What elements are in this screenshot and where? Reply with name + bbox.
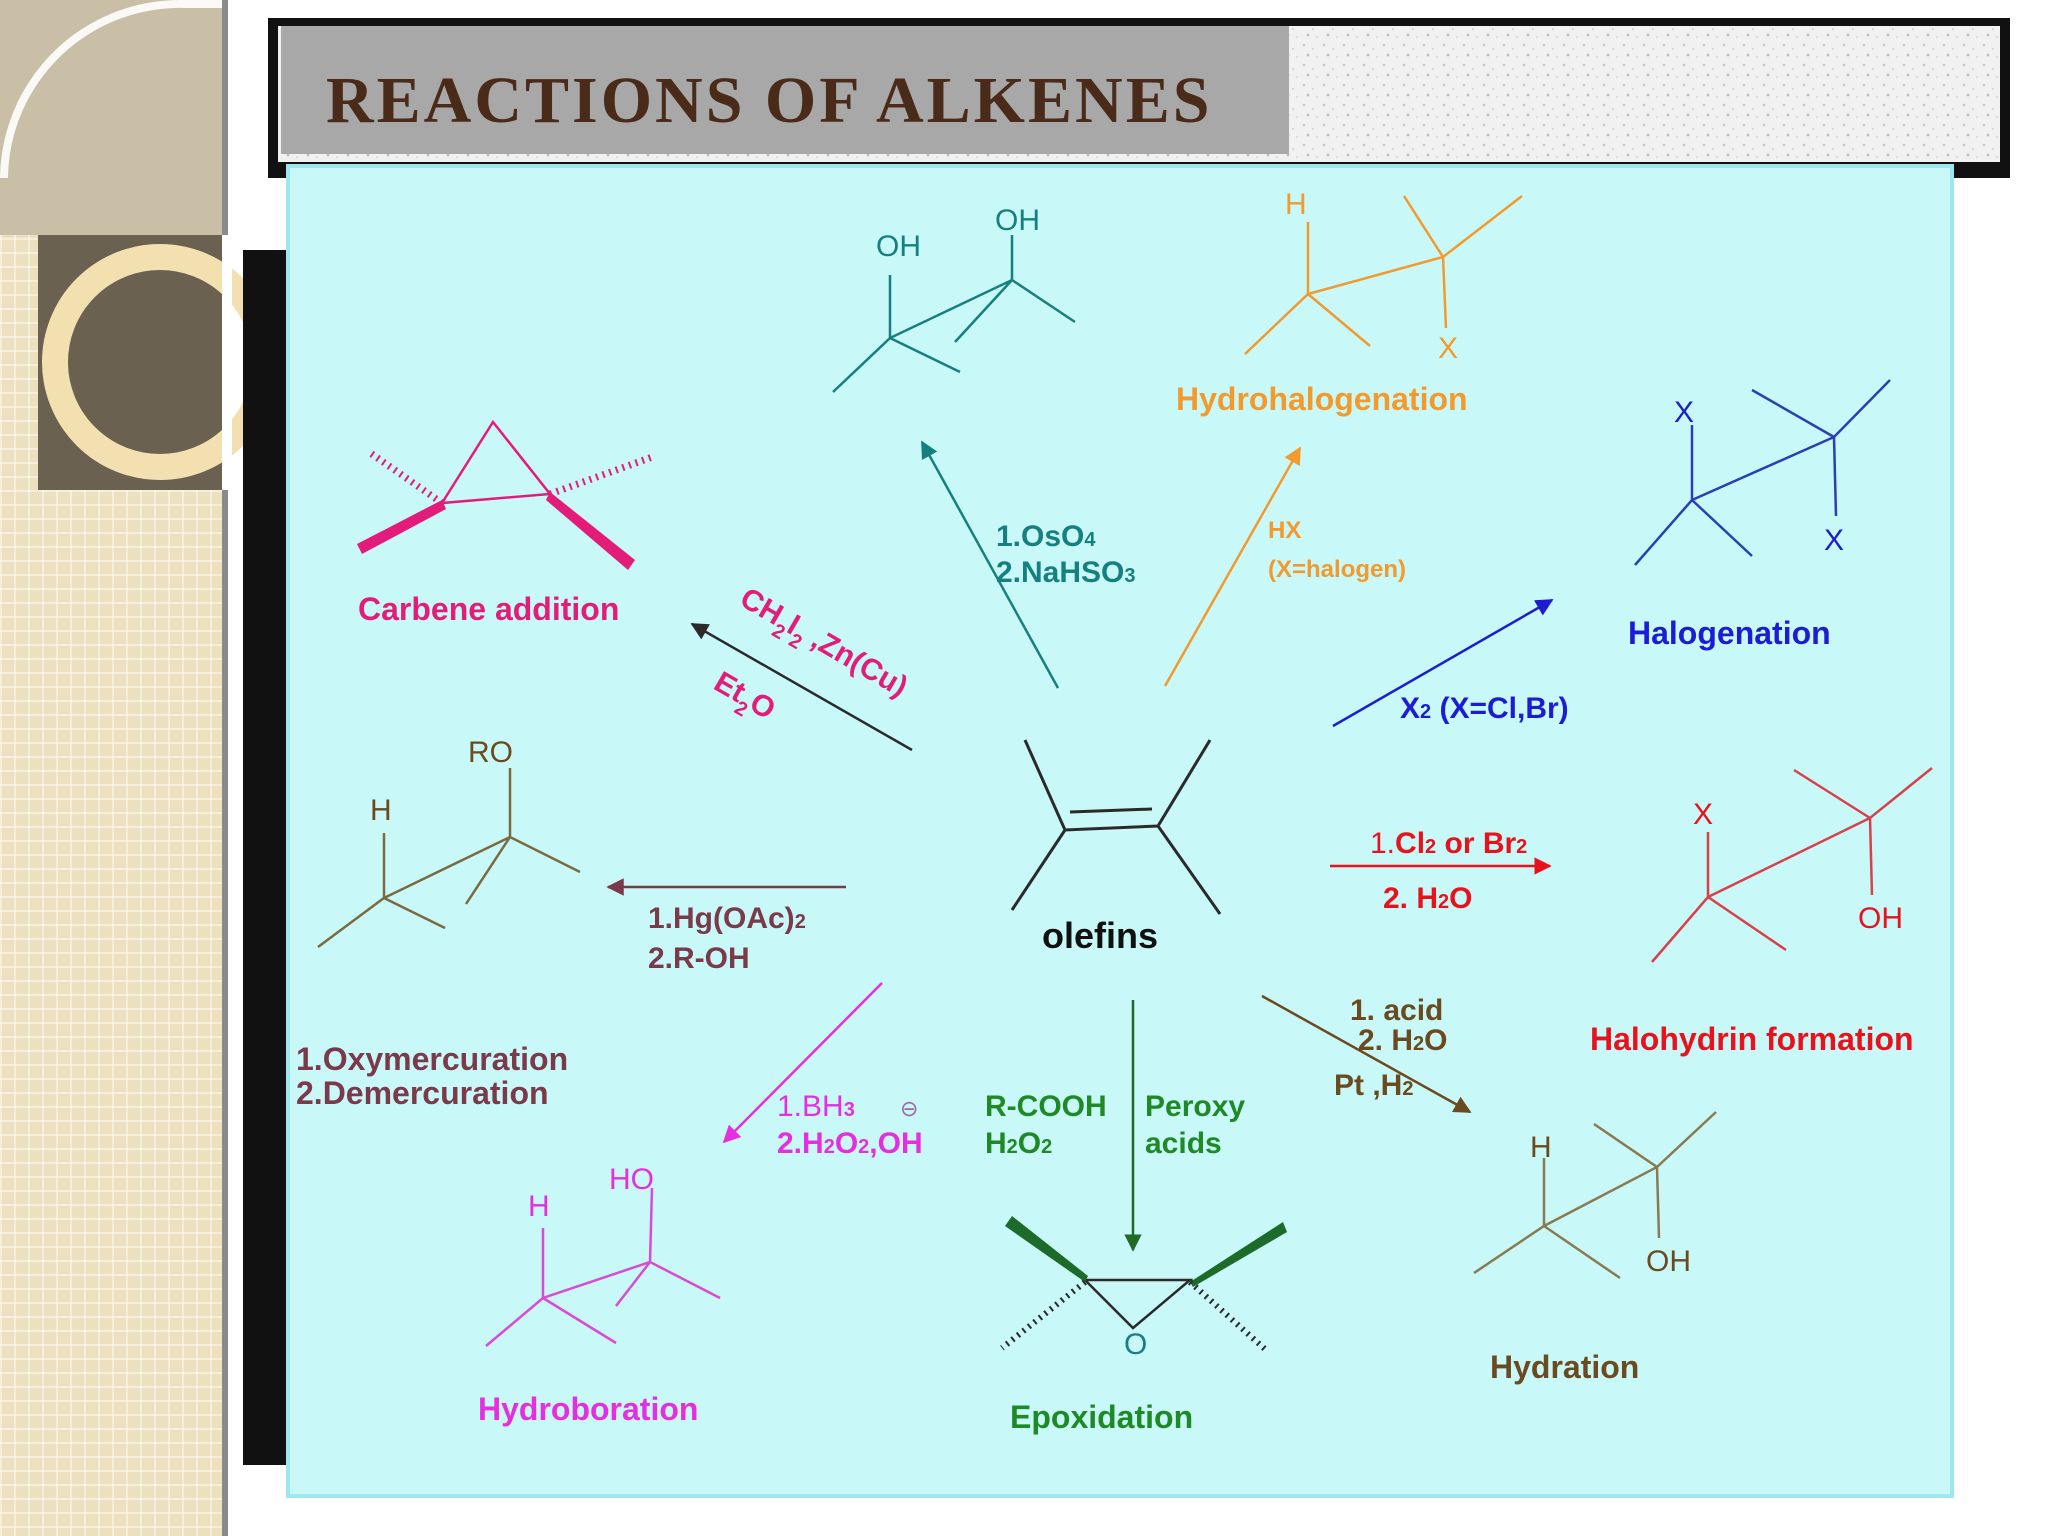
carbene-arrow	[690, 622, 913, 752]
epoxidation-name: Epoxidation	[1010, 1399, 1193, 1435]
hydroboration-ho: HO	[609, 1163, 654, 1196]
halohydrin-reagent-1: 1.Cl2 or Br2	[1370, 827, 1527, 860]
reaction-panel	[286, 164, 1954, 1498]
hydration-reagent-2: 2. H2O	[1358, 1024, 1448, 1057]
oxymercuration-reagent-2: 2.R-OH	[648, 942, 750, 975]
dihydroxylation-reagent-2: 2.NaHSO3	[996, 556, 1136, 589]
cyclopropane-structure	[357, 419, 657, 570]
oxymercuration-reagent-1: 1.Hg(OAc)2	[648, 902, 806, 935]
dihydroxylation-reagent-1: 1.OsO4	[996, 520, 1096, 553]
diol-oh-left: OH	[876, 230, 921, 263]
halohydrin-oh: OH	[1858, 902, 1903, 935]
halogenation-x-right: X	[1824, 524, 1844, 557]
hydrohalogenation-reagent-1: HX	[1268, 517, 1301, 544]
diol-oh-right: OH	[995, 204, 1040, 237]
hydration-h: H	[1530, 1131, 1552, 1164]
hydroboration-reagent-1: 1.BH3	[777, 1090, 855, 1123]
hydroboration-h: H	[528, 1190, 550, 1223]
halohydrin-x: X	[1693, 798, 1713, 831]
hydrohalogenation-reagent-2: (X=halogen)	[1268, 556, 1406, 583]
oxymercuration-name-1: 1.Oxymercuration	[296, 1041, 568, 1077]
hydration-arrow	[1261, 994, 1472, 1114]
hydration-oh: OH	[1646, 1245, 1691, 1278]
olefin-structure	[1010, 739, 1222, 915]
epoxidation-reagent-2: H2O2	[985, 1127, 1052, 1160]
hydration-reagent-3: Pt ,H2	[1334, 1069, 1413, 1102]
hydroboration-structure	[485, 1187, 721, 1347]
epoxidation-reagent-4: acids	[1145, 1127, 1222, 1160]
epoxidation-reagent-3: Peroxy	[1145, 1090, 1245, 1123]
halogenation-x-left: X	[1674, 396, 1694, 429]
alkyl-halide-structure	[1244, 195, 1523, 355]
oxymercuration-name-2: 2.Demercuration	[296, 1075, 549, 1111]
center-label: olefins	[1042, 915, 1158, 956]
halogenation-name: Halogenation	[1628, 615, 1831, 651]
alcohol-structure	[1473, 1111, 1717, 1280]
hydration-reagent-1: 1. acid	[1350, 994, 1443, 1027]
hydrohalogenation-name: Hydrohalogenation	[1176, 381, 1468, 417]
halohydrin-reagent-2: 2. H2O	[1383, 882, 1473, 915]
halogenation-reagent: X2 (X=Cl,Br)	[1400, 692, 1569, 725]
halohydrin-structure	[1651, 767, 1933, 963]
hydrohalogenation-arrow	[1163, 446, 1302, 687]
hydroboration-name: Hydroboration	[478, 1391, 698, 1427]
oxymercuration-h: H	[370, 794, 392, 827]
page-title: REACTIONS OF ALKENES	[326, 64, 1212, 137]
oxymercuration-ro: RO	[468, 736, 513, 769]
dihydroxylation-arrow	[920, 440, 1060, 689]
hydroboration-reagent-2: 2.H2O2,OH	[777, 1127, 923, 1160]
hydration-name: Hydration	[1490, 1349, 1639, 1385]
epoxidation-reagent-1: R-COOH	[985, 1090, 1107, 1123]
epoxide-structure	[1000, 1216, 1287, 1353]
title-bar	[268, 18, 2010, 178]
halogenation-arrow	[1332, 598, 1554, 728]
hydrohalogenation-x: X	[1438, 332, 1458, 365]
hydroboration-charge: ⊖	[900, 1096, 918, 1121]
ether-structure	[317, 768, 581, 949]
hydroboration-arrow	[722, 982, 883, 1144]
epoxide-o: O	[1124, 1328, 1147, 1361]
diol-structure	[832, 235, 1076, 393]
carbene-name: Carbene addition	[358, 591, 619, 627]
dihalide-structure	[1634, 379, 1891, 566]
decorative-sidebar	[0, 0, 278, 1536]
halohydrin-name: Halohydrin formation	[1590, 1021, 1914, 1057]
hydrohalogenation-h: H	[1285, 188, 1307, 221]
